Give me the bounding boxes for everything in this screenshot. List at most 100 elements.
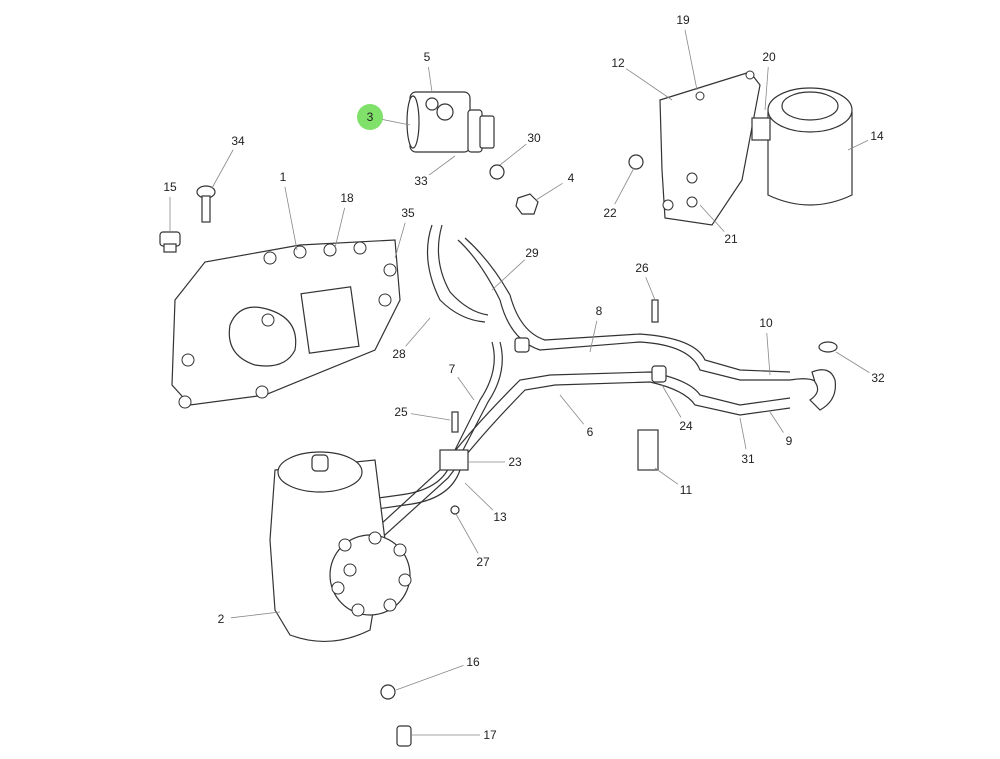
leader-line [455, 513, 479, 554]
callout-number: 3 [367, 110, 374, 124]
callout-30[interactable]: 30 [499, 131, 541, 166]
leader-line [211, 149, 234, 189]
callout-number: 11 [680, 483, 693, 497]
bolt-34 [196, 185, 216, 223]
leader-line [699, 204, 725, 232]
callout-23[interactable]: 23 [468, 455, 522, 469]
callout-number: 17 [483, 728, 497, 742]
callout-16[interactable]: 16 [395, 655, 480, 691]
callout-number: 5 [424, 50, 431, 64]
callout-33[interactable]: 33 [414, 155, 456, 188]
callout-32[interactable]: 32 [835, 351, 885, 385]
callout-5[interactable]: 5 [424, 50, 433, 93]
callout-number: 31 [741, 452, 755, 466]
callout-2[interactable]: 2 [218, 611, 281, 626]
leader-line [739, 417, 747, 450]
callout-number: 7 [449, 362, 456, 376]
callout-number: 26 [635, 261, 649, 275]
plug-15 [159, 231, 181, 253]
callout-1[interactable]: 1 [280, 170, 298, 251]
callout-number: 24 [679, 419, 693, 433]
callout-24[interactable]: 24 [661, 384, 693, 433]
callout-number: 6 [587, 425, 594, 439]
callout-17[interactable]: 17 [412, 728, 497, 742]
callout-34[interactable]: 34 [211, 134, 245, 189]
leader-line [230, 611, 281, 619]
leader-line [835, 351, 870, 374]
steering-gear [269, 451, 412, 642]
callout-number: 23 [508, 455, 522, 469]
callout-6[interactable]: 6 [559, 394, 594, 439]
callout-26[interactable]: 26 [635, 261, 656, 301]
callout-11[interactable]: 11 [654, 467, 693, 497]
oil-reservoir [751, 87, 853, 206]
callout-20[interactable]: 20 [762, 50, 776, 111]
callout-4[interactable]: 4 [535, 171, 575, 201]
callout-number: 10 [759, 316, 773, 330]
callout-number: 19 [676, 13, 690, 27]
leader-line [464, 482, 494, 511]
callout-12[interactable]: 12 [611, 56, 673, 101]
callout-9[interactable]: 9 [769, 411, 793, 448]
leader-line [626, 68, 673, 101]
callout-27[interactable]: 27 [455, 513, 490, 569]
callout-19[interactable]: 19 [676, 13, 698, 91]
callout-29[interactable]: 29 [491, 246, 539, 291]
leader-line [410, 413, 451, 421]
callout-8[interactable]: 8 [589, 304, 603, 353]
callout-13[interactable]: 13 [464, 482, 507, 524]
callout-10[interactable]: 10 [759, 316, 773, 376]
callout-31[interactable]: 31 [739, 417, 755, 466]
washer-22 [628, 154, 644, 170]
hose-end-32 [809, 369, 837, 411]
leader-line [499, 143, 527, 166]
seal-ring-30 [489, 164, 505, 180]
callout-number: 27 [476, 555, 490, 569]
callout-highlight [357, 104, 383, 130]
callout-number: 22 [603, 206, 617, 220]
leader-line [379, 118, 411, 126]
reservoir-bracket [659, 71, 761, 226]
leader-line [645, 277, 656, 301]
callout-18[interactable]: 18 [334, 191, 354, 249]
pipe-support-11 [637, 429, 659, 471]
callout-7[interactable]: 7 [449, 362, 475, 401]
leader-line [428, 66, 433, 93]
callout-number: 21 [724, 232, 738, 246]
callout-number: 15 [163, 180, 177, 194]
callout-35[interactable]: 35 [394, 206, 415, 259]
callout-22[interactable]: 22 [603, 167, 635, 220]
callout-number: 13 [493, 510, 507, 524]
leader-line [589, 320, 598, 353]
bolt-25 [451, 411, 459, 433]
callout-15[interactable]: 15 [163, 180, 177, 232]
leader-line [661, 384, 682, 418]
pipe-clamp-23 [439, 449, 469, 471]
leader-line [491, 259, 525, 291]
callout-number: 32 [871, 371, 885, 385]
callout-number: 16 [466, 655, 480, 669]
leader-line [764, 66, 769, 111]
leader-line [654, 467, 679, 485]
callout-number: 2 [218, 612, 225, 626]
callout-25[interactable]: 25 [394, 405, 451, 421]
callout-number: 12 [611, 56, 625, 70]
leader-line [766, 332, 771, 376]
callout-28[interactable]: 28 [392, 317, 431, 361]
mounting-bracket [171, 239, 401, 406]
leader-line [559, 394, 585, 425]
callout-3[interactable]: 3 [357, 104, 411, 130]
leader-line [769, 411, 784, 433]
plug-17 [396, 725, 412, 747]
callout-14[interactable]: 14 [847, 129, 884, 151]
leader-line [394, 222, 406, 259]
callout-number: 30 [527, 131, 541, 145]
leader-line [535, 182, 563, 201]
leader-line [395, 665, 464, 691]
callout-number: 35 [401, 206, 415, 220]
callout-number: 29 [525, 246, 539, 260]
callout-21[interactable]: 21 [699, 204, 738, 246]
callout-number: 20 [762, 50, 776, 64]
callout-number: 14 [870, 129, 884, 143]
